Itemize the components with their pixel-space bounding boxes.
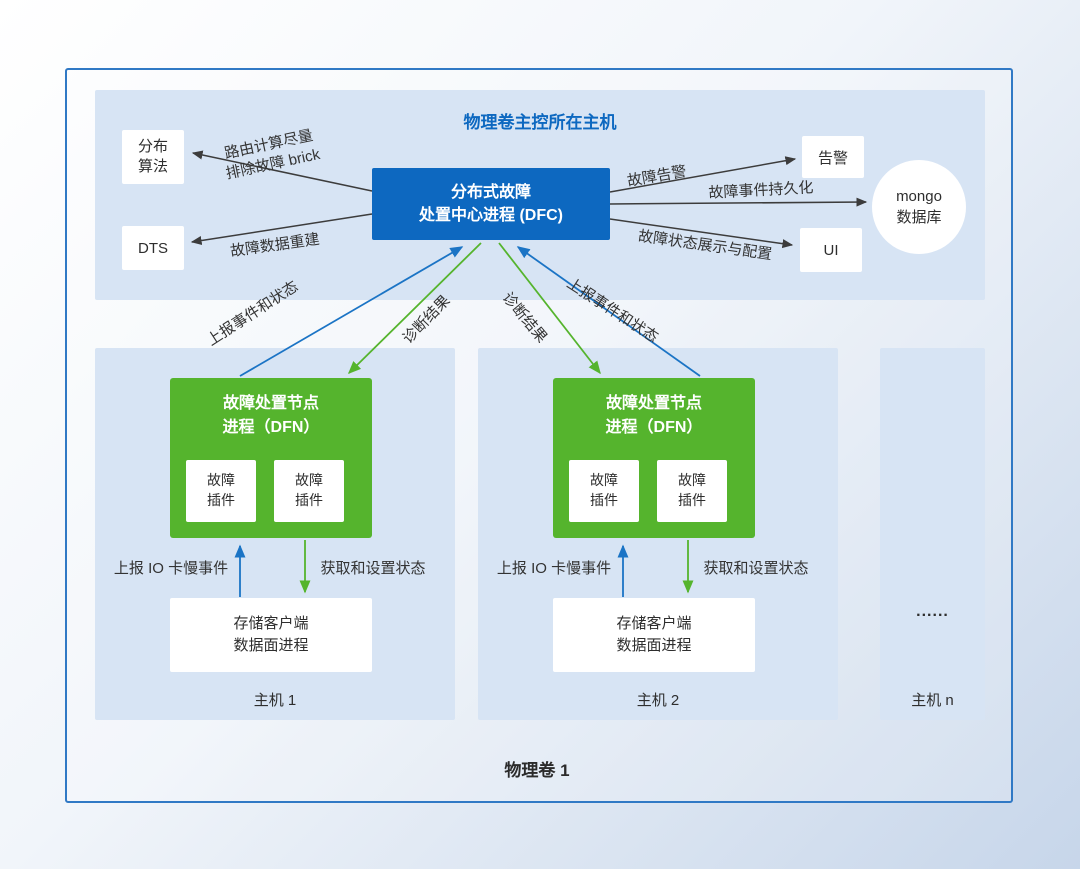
fault-plugin-label: 故障 插件 — [295, 472, 323, 508]
storage-client-node-2: 存储客户端 数据面进程 — [553, 598, 755, 672]
fault-plugin-node: 故障 插件 — [569, 460, 639, 522]
mongo-db-node: mongo 数据库 — [872, 160, 966, 254]
dfc-process-node: 分布式故障 处置中心进程 (DFC) — [372, 168, 610, 240]
edge-label-report-io-slow-2: 上报 IO 卡慢事件 — [496, 560, 612, 577]
storage-client-node-1: 存储客户端 数据面进程 — [170, 598, 372, 672]
dfn-label: 故障处置节点 进程（DFN） — [605, 395, 703, 436]
ui-node: UI — [800, 228, 862, 272]
volume-label: 物理卷 1 — [504, 761, 570, 780]
master-host-title: 物理卷主控所在主机 — [463, 113, 617, 132]
edge-label-get-set-state-2: 获取和设置状态 — [703, 560, 809, 577]
host-2-name: 主机 2 — [636, 692, 680, 709]
dfc-label: 分布式故障 处置中心进程 (DFC) — [419, 183, 563, 224]
alert-node: 告警 — [802, 136, 864, 178]
mongo-db-label: mongo 数据库 — [896, 188, 942, 226]
distribution-algo-node: 分布 算法 — [122, 130, 184, 184]
storage-client-label: 存储客户端 数据面进程 — [233, 614, 309, 655]
dfn-label: 故障处置节点 进程（DFN） — [222, 395, 320, 436]
host-n-name: 主机 n — [911, 692, 954, 709]
fault-plugin-label: 故障 插件 — [678, 472, 706, 508]
fault-plugin-label: 故障 插件 — [207, 472, 235, 508]
alert-label: 告警 — [817, 149, 848, 167]
ellipsis-label: ...... — [916, 603, 949, 620]
edge-label-report-io-slow-1: 上报 IO 卡慢事件 — [113, 560, 229, 577]
fault-plugin-node: 故障 插件 — [274, 460, 344, 522]
host-n-panel — [880, 348, 985, 720]
fault-plugin-node: 故障 插件 — [186, 460, 256, 522]
fault-plugin-node: 故障 插件 — [657, 460, 727, 522]
dts-node: DTS — [122, 226, 184, 270]
distribution-algo-label: 分布 算法 — [137, 137, 168, 175]
edge-label-get-set-state-1: 获取和设置状态 — [320, 560, 426, 577]
host-1-name: 主机 1 — [253, 692, 297, 709]
fault-plugin-label: 故障 插件 — [590, 472, 618, 508]
dts-label: DTS — [138, 239, 168, 257]
storage-client-label: 存储客户端 数据面进程 — [616, 614, 692, 655]
ui-label: UI — [823, 241, 839, 259]
